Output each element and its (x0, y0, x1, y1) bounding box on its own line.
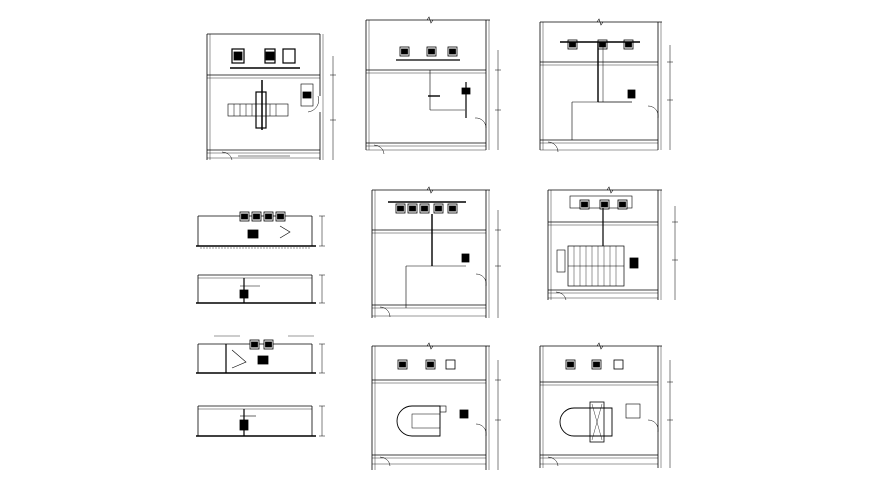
plan-g (539, 342, 673, 468)
plan-f (371, 342, 501, 470)
plan-a (206, 33, 336, 161)
plan-d (371, 186, 501, 318)
plan-c (539, 18, 673, 153)
elev-a (196, 211, 325, 249)
elev-b (196, 274, 325, 304)
plan-e (547, 186, 678, 301)
plan-b (365, 16, 501, 155)
elev-c (196, 335, 325, 374)
elev-d (196, 405, 325, 437)
